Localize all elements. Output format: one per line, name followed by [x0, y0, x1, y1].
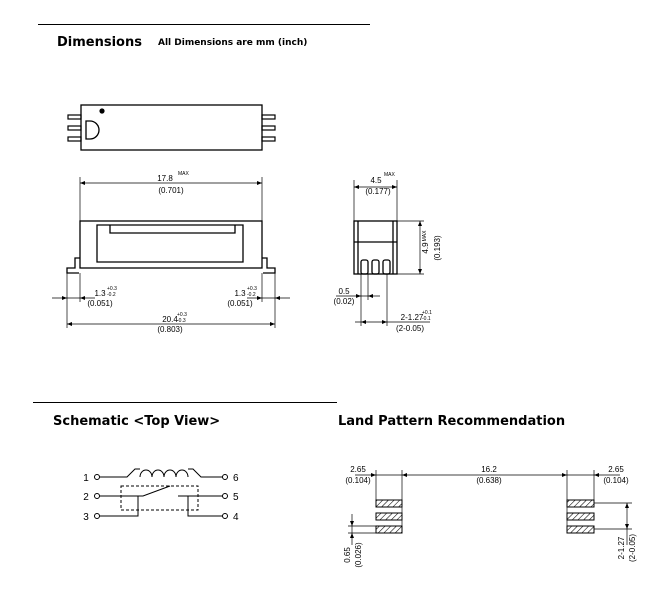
pin-label-6: 6	[233, 473, 239, 484]
pin-label-2: 2	[83, 492, 89, 503]
reed-switch-enclosure	[120, 485, 199, 511]
lead-right-tol-bot: -0.2	[247, 292, 256, 298]
width-mm: 4.5	[370, 176, 382, 185]
length-max: MAX	[178, 171, 190, 177]
width-max: MAX	[384, 172, 396, 178]
front-left-lead	[66, 257, 80, 274]
dimensions-subtitle: All Dimensions are mm (inch)	[158, 38, 308, 48]
schematic-rule	[33, 402, 337, 403]
land-center-in: (0.638)	[476, 476, 502, 485]
side-lead-mm: 0.5	[338, 287, 350, 296]
front-view-inner-cavity	[96, 224, 244, 263]
land-pads-right	[566, 499, 595, 534]
length-in: (0.701)	[158, 186, 184, 195]
height-mm: 4.9	[421, 242, 430, 254]
side-lead-1	[360, 259, 369, 275]
lead-right-mm: 1.3	[234, 289, 246, 298]
land-pads-left	[375, 499, 403, 534]
orientation-notch	[85, 120, 100, 140]
lead-right-tol-top: +0.3	[247, 286, 257, 292]
land-right-mm: 2.65	[608, 465, 624, 474]
side-pitch-mm: 2-1.27	[401, 313, 424, 322]
side-pitch-tol-bot: -0.1	[422, 316, 431, 322]
coil-lead-right	[188, 468, 223, 478]
overall-tol-top: +0.3	[177, 312, 187, 318]
coil-lead-left	[99, 468, 140, 478]
pin-label-4: 4	[233, 512, 239, 523]
overall-mm: 20.4	[162, 315, 178, 324]
side-lead-2	[371, 259, 380, 275]
lead-left-in: (0.051)	[87, 299, 113, 308]
pin-label-3: 3	[83, 512, 89, 523]
length-mm: 17.8	[157, 174, 173, 183]
front-view-body	[79, 220, 263, 269]
top-view-right-leads	[261, 114, 276, 142]
land-left-in: (0.104)	[345, 476, 371, 485]
land-left-mm: 2.65	[350, 465, 366, 474]
side-lead-3	[382, 259, 391, 275]
lead-left-mm: 1.3	[94, 289, 106, 298]
land-pattern-heading: Land Pattern Recommendation	[338, 414, 566, 429]
side-pitch-in: (2-0.05)	[396, 324, 424, 333]
pin-label-1: 1	[83, 473, 89, 484]
land-pad-mm: 0.65	[343, 547, 352, 563]
side-pitch-tol-top: +0.1	[422, 310, 432, 316]
overall-in: (0.803)	[157, 325, 183, 334]
inductor-coil-icon	[139, 469, 189, 478]
top-view-left-leads	[67, 114, 82, 142]
overall-tol-bot: -0.3	[177, 318, 186, 324]
top-rule	[38, 24, 370, 25]
dimensions-heading: Dimensions	[57, 35, 142, 50]
front-right-lead	[262, 257, 276, 274]
pin-label-5: 5	[233, 492, 239, 503]
pin1-marker-dot	[99, 108, 105, 114]
lead-left-tol-bot: -0.2	[107, 292, 116, 298]
land-right-in: (0.104)	[603, 476, 629, 485]
land-pitch-in: (2-0.05)	[628, 534, 637, 562]
height-max: MAX	[422, 230, 428, 242]
land-pitch-mm: 2-1.27	[617, 536, 626, 559]
land-pad-in: (0.026)	[354, 542, 363, 568]
lead-left-tol-top: +0.3	[107, 286, 117, 292]
switch-contact	[99, 485, 171, 497]
schematic-heading: Schematic <Top View>	[53, 414, 221, 429]
height-in: (0.193)	[433, 235, 442, 261]
lead-right-in: (0.051)	[227, 299, 253, 308]
width-in: (0.177)	[365, 187, 391, 196]
land-center-mm: 16.2	[481, 465, 497, 474]
side-lead-in: (0.02)	[334, 297, 355, 306]
